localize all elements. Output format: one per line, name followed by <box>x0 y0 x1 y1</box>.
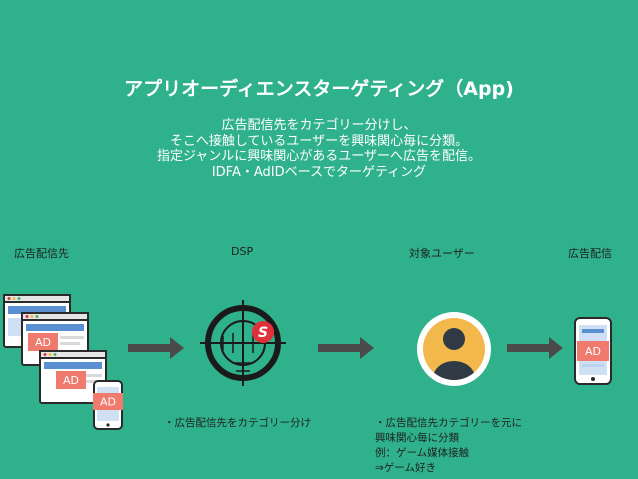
user-note: ・広告配信先カテゴリーを元に 興味関心毎に分類 例：ゲーム媒体接触 ⇒ゲーム好き <box>375 416 522 476</box>
user-note-line: ・広告配信先カテゴリーを元に <box>375 417 522 429</box>
arrow-right-icon <box>507 337 563 359</box>
user-note-line: 興味関心毎に分類 <box>375 432 459 444</box>
arrow-right-icon <box>128 337 184 359</box>
ad-badge <box>28 333 58 351</box>
stage-label-target-users: 対象ユーザー <box>409 247 475 260</box>
stage-label-publishers: 広告配信先 <box>14 247 69 260</box>
arrow-right-icon <box>318 337 374 359</box>
crosshair-target-icon: S <box>200 300 286 386</box>
browser-window-icon: AD <box>39 350 107 404</box>
description-line: IDFA・AdIDベースでターゲティング <box>211 164 427 180</box>
stage-label-ad-delivery: 広告配信 <box>568 247 612 260</box>
ad-badge <box>56 371 86 389</box>
ad-badge-label: AD <box>35 336 51 349</box>
ad-badge-label: AD <box>585 345 601 358</box>
stage-label-dsp: DSP <box>231 245 254 258</box>
smartphone-icon: AD <box>574 317 612 385</box>
description-line: そこへ接触しているユーザーを興味関心毎に分類。 <box>169 133 469 149</box>
slide-description: 広告配信先をカテゴリー分けし、 そこへ接触しているユーザーを興味関心毎に分類。 … <box>0 118 638 180</box>
user-avatar-icon <box>417 312 491 386</box>
description-line: 広告配信先をカテゴリー分けし、 <box>221 118 417 133</box>
dsp-note: ・広告配信先をカテゴリー分け <box>164 417 311 429</box>
user-note-line: 例：ゲーム媒体接触 <box>375 447 470 459</box>
description-line: 指定ジャンルに興味関心があるユーザーへ広告を配信。 <box>156 149 482 164</box>
ad-badge-label: AD <box>100 396 116 409</box>
ad-badge <box>577 341 609 361</box>
ad-badge <box>93 393 123 410</box>
dsp-logo-letter: S <box>258 325 268 341</box>
smartphone-icon: AD <box>93 380 123 430</box>
dsp-logo <box>252 321 274 343</box>
ad-badge-label: AD <box>63 374 79 387</box>
slide-title: アプリオーディエンスターゲティング（App) <box>124 78 514 100</box>
user-note-line: ⇒ゲーム好き <box>375 462 436 474</box>
